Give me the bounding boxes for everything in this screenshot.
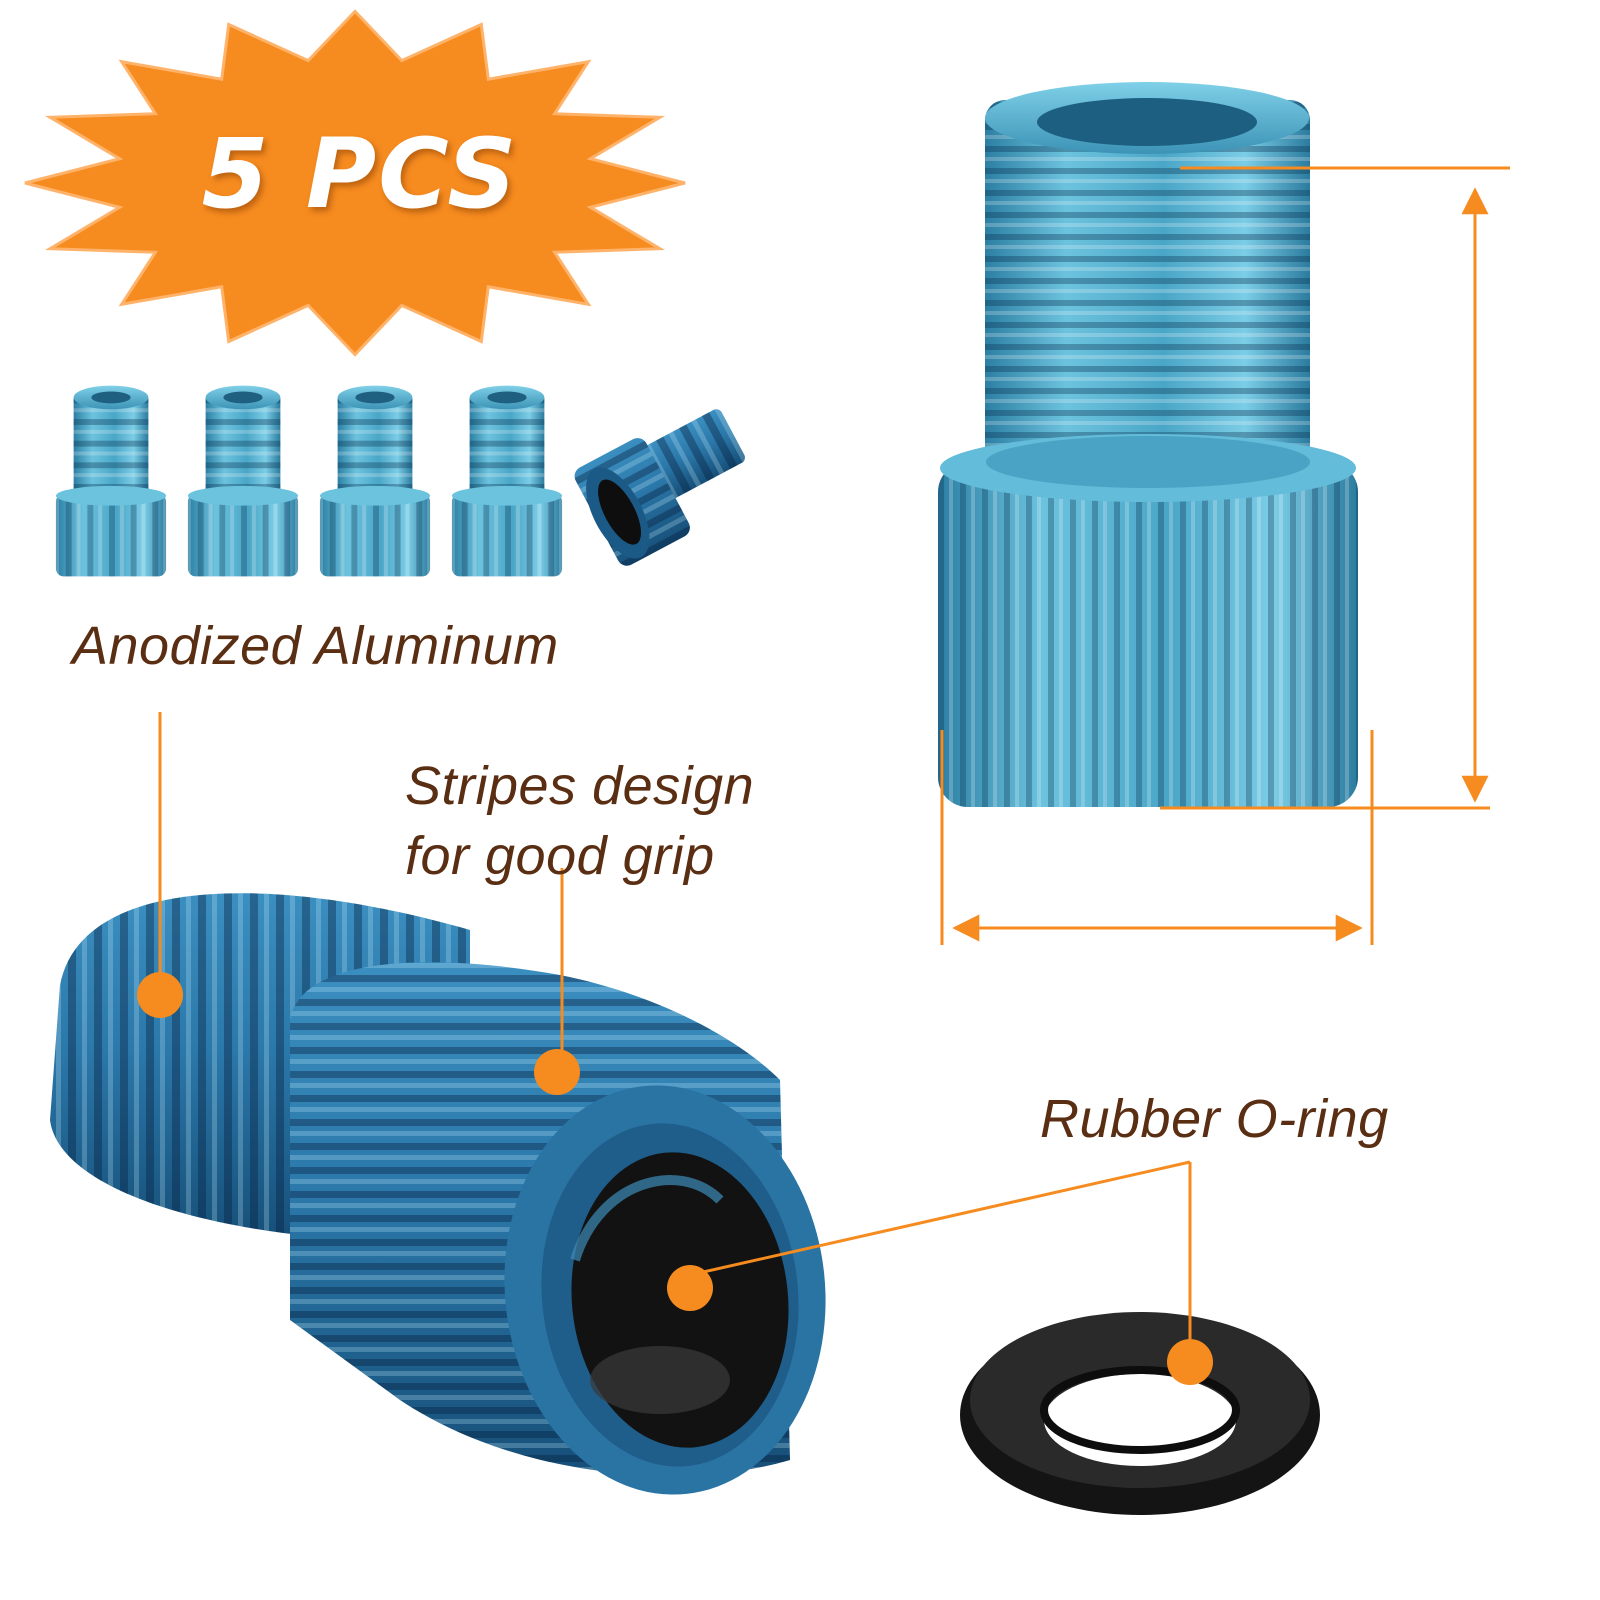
badge-quantity-text: 5 PCS <box>201 118 519 230</box>
mini-adapter-dark-icon <box>574 409 745 566</box>
o-ring-icon <box>960 1312 1320 1515</box>
starburst-badge-icon <box>24 9 686 357</box>
material-label: Anodized Aluminum <box>72 616 559 676</box>
mini-adapter-icon <box>451 385 563 577</box>
mini-adapter-icon <box>319 385 431 577</box>
mini-adapter-icon <box>187 385 299 577</box>
grip-label-line2: for good grip <box>405 826 715 886</box>
grip-label-line1: Stripes design <box>405 756 755 816</box>
large-adapter-icon <box>938 82 1358 807</box>
callout-dots <box>137 972 1213 1385</box>
callout-dot <box>667 1265 713 1311</box>
callout-lines <box>158 712 1192 1355</box>
callout-dot <box>137 972 183 1018</box>
callout-dot <box>1167 1339 1213 1385</box>
mini-adapter-row <box>55 385 745 577</box>
o-ring-label: Rubber O-ring <box>1040 1089 1389 1149</box>
dimension-lines <box>940 166 1510 945</box>
callout-dot <box>534 1049 580 1095</box>
mini-adapter-icon <box>55 385 167 577</box>
